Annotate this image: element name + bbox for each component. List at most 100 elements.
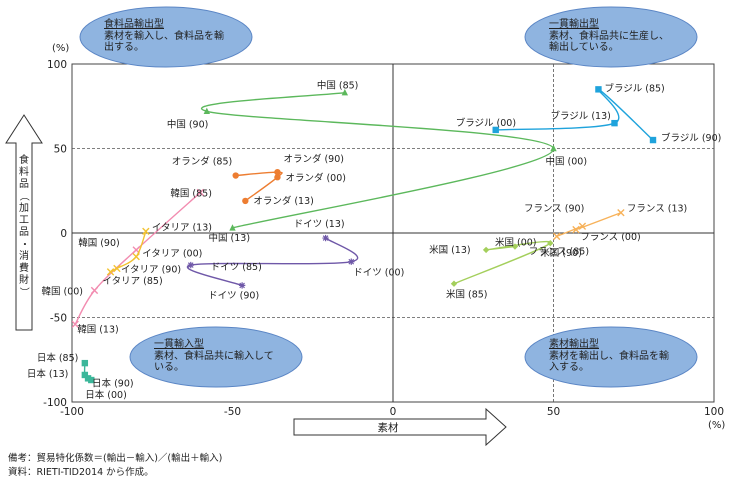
y-axis-title-char: ） xyxy=(18,287,30,297)
data-label: オランダ (00) xyxy=(285,172,346,184)
series-line xyxy=(495,88,654,141)
note-formula: 備考：貿易特化係数＝(輸出－輸入)／(輸出＋輸入) xyxy=(8,453,223,464)
quadrant-ellipse xyxy=(79,6,253,68)
quadrant-text: いる。 xyxy=(154,361,184,373)
x-tick-label: 100 xyxy=(704,406,724,418)
y-axis-title-char: 財 xyxy=(19,273,29,286)
data-point xyxy=(572,225,580,234)
data-label: 日本 (85) xyxy=(37,352,79,364)
y-axis-arrow xyxy=(5,114,43,331)
data-point xyxy=(229,224,236,231)
data-point xyxy=(553,232,561,241)
data-label: 米国 (00) xyxy=(495,237,537,249)
series-line xyxy=(235,171,283,202)
series-イタリア xyxy=(106,227,150,276)
data-label: フランス (00) xyxy=(580,232,640,243)
x-axis-arrow xyxy=(293,407,507,447)
data-label: ブラジル (90) xyxy=(661,132,721,144)
data-point xyxy=(187,261,194,269)
data-label: イタリア (90) xyxy=(121,264,181,275)
quadrant-title: 一貫輸出型 xyxy=(549,17,599,30)
y-tick-label: 0 xyxy=(60,228,67,240)
data-label: ブラジル (13) xyxy=(550,110,610,122)
y-tick-label: 50 xyxy=(54,144,67,156)
quadrant-title: 素材輸出型 xyxy=(549,337,599,350)
data-point xyxy=(81,359,89,367)
data-point xyxy=(274,168,281,176)
y-axis-title-char: 加 xyxy=(19,202,29,214)
quadrant-text: 素材、食料品共に輸入して xyxy=(154,349,274,362)
data-point xyxy=(274,174,281,181)
data-point xyxy=(322,234,329,242)
data-label: 日本 (00) xyxy=(85,389,127,401)
series-line xyxy=(186,237,359,287)
data-point xyxy=(106,268,115,276)
data-point xyxy=(547,239,554,247)
data-point xyxy=(595,86,602,93)
data-point xyxy=(81,371,89,379)
note-source: 資料：RIETI-TID2014 から作成。 xyxy=(8,467,154,478)
data-label: ドイツ (85) xyxy=(211,262,262,273)
data-label: 中国 (85) xyxy=(317,80,359,92)
data-point xyxy=(617,209,625,217)
data-label: イタリア (13) xyxy=(152,222,212,233)
data-label: フランス (85) xyxy=(529,246,589,257)
quadrant-title: 一貫輸入型 xyxy=(154,337,204,350)
data-label: 米国 (90) xyxy=(540,247,582,259)
data-point xyxy=(203,107,211,115)
data-label: 中国 (00) xyxy=(546,156,588,168)
x-tick-label: 50 xyxy=(547,406,560,418)
y-unit-label: (%) xyxy=(52,43,69,54)
data-point xyxy=(482,246,490,254)
quadrant-text: 出する。 xyxy=(104,40,144,53)
data-label: 韓国 (00) xyxy=(41,286,83,297)
data-label: 中国 (13) xyxy=(209,232,251,244)
data-point xyxy=(196,188,205,197)
x-tick-label: -50 xyxy=(224,406,241,418)
data-label: ブラジル (85) xyxy=(604,82,664,94)
data-point xyxy=(511,243,519,250)
data-label: 韓国 (90) xyxy=(78,238,120,249)
series-フランス xyxy=(553,209,625,241)
data-point xyxy=(242,197,249,205)
series-中国 xyxy=(201,89,557,231)
data-label: ドイツ (90) xyxy=(208,290,259,301)
x-tick-label: 0 xyxy=(390,406,397,418)
quadrant-boxes: 食料品輸出型素材を輸入し、食料品を輸出する。一貫輸出型素材、食料品共に生産し、輸… xyxy=(79,6,698,388)
x-unit-label: (%) xyxy=(708,420,725,431)
quadrant-ellipse xyxy=(524,326,698,388)
series-line xyxy=(453,240,552,285)
quadrant-title: 食料品輸出型 xyxy=(104,17,164,30)
quadrant-text: 素材、食料品共に生産し、 xyxy=(549,29,669,42)
quadrant-ellipse xyxy=(129,326,303,388)
data-label: オランダ (13) xyxy=(253,195,314,207)
y-axis-title-char: ・ xyxy=(18,239,29,249)
series-オランダ xyxy=(232,168,283,205)
data-point xyxy=(90,286,99,295)
data-label: 米国 (13) xyxy=(429,244,471,256)
data-label: フランス (90) xyxy=(524,204,584,215)
data-label: オランダ (90) xyxy=(283,153,344,165)
data-point xyxy=(88,376,95,384)
data-label: イタリア (85) xyxy=(103,276,163,287)
data-point xyxy=(492,126,499,134)
data-point xyxy=(578,222,587,230)
data-point xyxy=(132,252,140,261)
quadrant-text: 素材を輸入し、食料品を輸 xyxy=(104,29,224,42)
data-point xyxy=(649,136,657,144)
series-ブラジル xyxy=(492,86,657,144)
series-line xyxy=(110,231,147,273)
data-label: 日本 (13) xyxy=(27,368,69,380)
quadrant-ellipse xyxy=(524,6,698,68)
quadrant-text: 入する。 xyxy=(549,361,589,373)
quadrant-text: 素材を輸出し、食料品を輸 xyxy=(549,349,669,362)
data-point xyxy=(238,282,246,289)
data-point xyxy=(348,258,355,265)
data-point xyxy=(450,280,458,287)
data-point xyxy=(72,320,79,328)
y-tick-label: -50 xyxy=(50,313,67,325)
y-axis-title-char: 費 xyxy=(19,261,29,274)
x-tick-label: -100 xyxy=(60,406,84,418)
